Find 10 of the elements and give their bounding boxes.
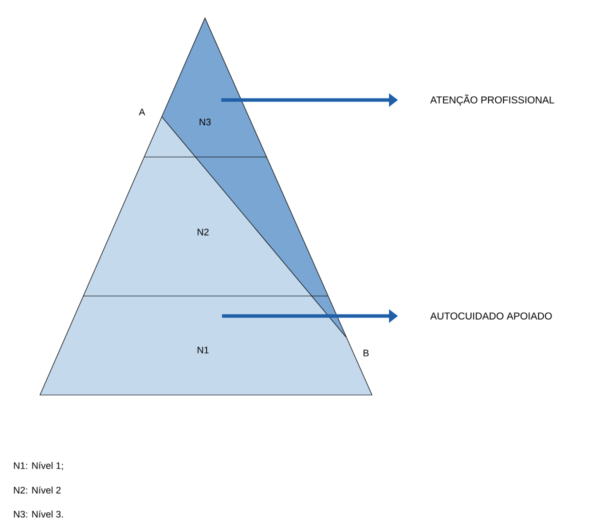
level-label: N1 [198, 346, 209, 354]
outcome-label: AUTOCUIDADO APOIADO [430, 312, 552, 320]
level-label: N3 [200, 118, 211, 126]
level-label: N2 [198, 228, 209, 236]
legend-note: N1: Nível 1; [14, 462, 63, 470]
outcome-label: ATENÇÃO PROFISSIONAL [430, 94, 554, 106]
legend-note: N3: Nível 3. [14, 510, 63, 518]
legend-note: N2: Nível 2 [14, 486, 61, 494]
point-label: A [138, 108, 146, 116]
point-label: B [364, 350, 369, 356]
